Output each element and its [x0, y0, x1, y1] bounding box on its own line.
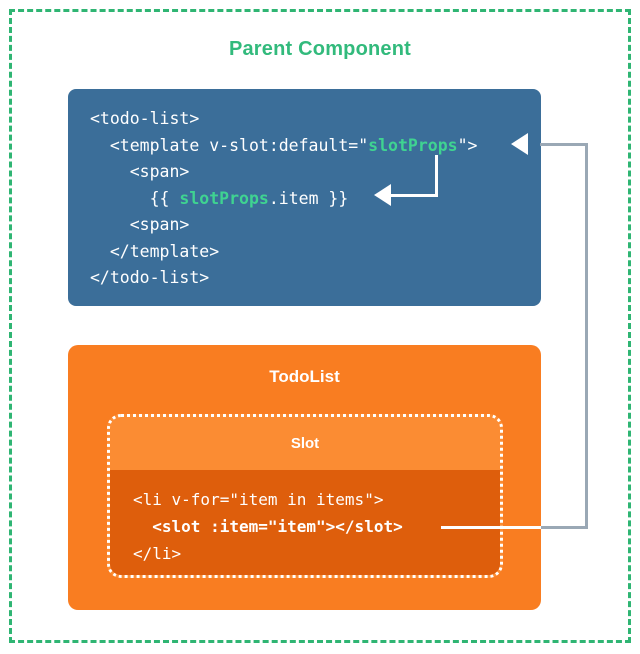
slot-title: Slot	[290, 435, 320, 452]
todolist-title: TodoList	[269, 367, 340, 386]
code-token: </todo-list>	[90, 268, 210, 287]
inner-connector-horizontal	[390, 194, 438, 197]
code-line: {{ slotProps.item }}	[90, 186, 541, 213]
code-line: <span>	[90, 212, 541, 239]
code-line: <slot :item="item"></slot>	[133, 513, 500, 540]
code-token: <li v-for="item in items">	[133, 490, 384, 509]
code-token: <todo-list>	[90, 109, 200, 128]
code-token-slotprops: slotProps	[179, 188, 269, 208]
outer-connector-bottom-horizontal	[500, 526, 588, 529]
outer-connector-vertical	[585, 143, 588, 529]
code-token: </li>	[133, 544, 182, 563]
parent-code-block: <todo-list> <template v-slot:default="sl…	[68, 89, 541, 306]
code-line: </template>	[90, 239, 541, 266]
slot-code-area: <li v-for="item in items"> <slot :item="…	[110, 470, 500, 575]
code-line: <li v-for="item in items">	[133, 486, 500, 513]
code-line: <template v-slot:default="slotProps">	[90, 133, 541, 160]
code-token: <span>	[129, 162, 190, 181]
outer-connector-top-horizontal	[540, 143, 588, 146]
code-line: <span>	[90, 159, 541, 186]
code-token: </template>	[109, 241, 220, 261]
code-line: <todo-list>	[90, 106, 541, 133]
page-title: Parent Component	[228, 38, 412, 60]
code-token-slotprops: slotProps	[368, 135, 458, 155]
code-token: <span>	[129, 215, 190, 234]
code-line: </todo-list>	[90, 265, 541, 292]
code-token: ">	[457, 135, 478, 155]
todolist-block: TodoList Slot <li v-for="item in items">…	[68, 345, 541, 610]
outer-dashed-frame	[9, 9, 631, 643]
code-token-slot-tag: <slot :item="item"></slot>	[152, 517, 403, 536]
code-line: </li>	[133, 540, 500, 567]
inner-connector-vertical	[435, 155, 438, 197]
slot-box: Slot <li v-for="item in items"> <slot :i…	[107, 414, 503, 578]
slot-lead-line	[441, 526, 541, 529]
code-token: <template v-slot:default="	[109, 135, 369, 155]
code-token: .item }}	[268, 188, 349, 208]
code-token: {{	[149, 188, 180, 208]
inner-arrowhead-icon	[374, 184, 391, 206]
outer-arrowhead-icon	[511, 133, 528, 155]
